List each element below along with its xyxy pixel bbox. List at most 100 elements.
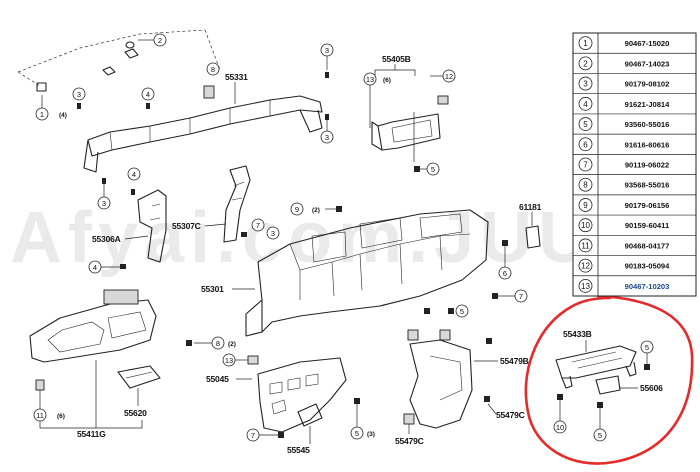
- callout-7-right: 7: [492, 289, 528, 303]
- svg-text:9: 9: [295, 205, 299, 214]
- table-row-number-circle: [578, 36, 593, 51]
- svg-text:11: 11: [36, 411, 44, 420]
- svg-text:2: 2: [158, 36, 162, 45]
- callout-1: 1 (4): [35, 95, 67, 121]
- callout-4-mid: 4: [127, 167, 141, 195]
- svg-text:3: 3: [102, 199, 106, 208]
- table-row-part-number: 90179-08102: [625, 80, 670, 89]
- table-row-part-number: 90467-14023: [625, 59, 670, 68]
- callout-8-top: 8: [206, 62, 220, 76]
- svg-text:7: 7: [251, 431, 255, 440]
- table-row-number: 8: [583, 181, 588, 190]
- svg-text:8: 8: [216, 339, 220, 348]
- svg-text:3: 3: [271, 229, 275, 238]
- table-row-part-number: 91616-60616: [625, 140, 670, 149]
- bracket-55306a: [137, 189, 167, 263]
- callout-7-mid: 7: [241, 218, 265, 237]
- svg-text:5: 5: [598, 431, 602, 440]
- table-row-part-number: 90159-60411: [625, 221, 670, 230]
- table-row-number: 5: [583, 120, 588, 129]
- label-55606: 55606: [640, 383, 663, 393]
- label-55301: 55301: [201, 284, 224, 294]
- callout-8-low: 8 (2): [186, 336, 236, 350]
- instrument-panel-55301: [245, 209, 489, 337]
- table-row-number-circle: [578, 238, 593, 253]
- callout-3-beam: 3: [320, 43, 334, 78]
- callout-3-left: 3: [72, 87, 86, 109]
- bracket-55307c: [223, 165, 251, 243]
- bracket-61181: [525, 225, 541, 249]
- callout-5-low: 5 (3): [350, 398, 375, 440]
- table-row-part-number: 93568-55016: [625, 181, 670, 190]
- label-55433b: 55433B: [563, 329, 592, 339]
- table-row-number: 1: [583, 39, 588, 48]
- svg-text:4: 4: [146, 90, 150, 99]
- label-55479b: 55479B: [500, 356, 529, 366]
- table-row-number-circle: [578, 218, 593, 233]
- callout-13-mid: 13: [222, 353, 259, 367]
- callout-7-low: 7: [246, 428, 284, 442]
- table-row-number: 2: [583, 59, 588, 68]
- svg-text:10: 10: [556, 423, 564, 432]
- callout-13-top: 13 (6): [363, 72, 391, 128]
- svg-text:(6): (6): [57, 413, 65, 420]
- table-row-number-circle: [578, 76, 593, 91]
- side-cover-55479b: [407, 329, 473, 429]
- callout-5-top: 5: [414, 162, 440, 176]
- callout-4-top: 4: [141, 87, 155, 109]
- table-row-part-number: 90119-06022: [625, 161, 669, 170]
- panel-bolts: 5: [424, 304, 469, 318]
- table-row-number: 3: [583, 80, 588, 89]
- cover-55045: [257, 357, 347, 433]
- svg-text:3: 3: [325, 133, 329, 142]
- bracket-55433b: [555, 345, 637, 389]
- label-55331: 55331: [225, 72, 248, 82]
- table-row-part-number: 90467-10203: [625, 282, 670, 291]
- label-55306a: 55306A: [92, 234, 121, 244]
- svg-text:3: 3: [77, 90, 81, 99]
- label-55479c-right: 55479C: [496, 410, 525, 420]
- svg-text:12: 12: [445, 72, 453, 81]
- callout-3-left-low: 3: [97, 178, 111, 210]
- callout-5-red-low: 5: [593, 402, 607, 442]
- svg-text:3: 3: [325, 46, 329, 55]
- table-row-number: 12: [581, 262, 590, 271]
- callout-5-red-top: 5: [640, 340, 654, 370]
- svg-text:5: 5: [460, 307, 464, 316]
- svg-text:5: 5: [431, 165, 435, 174]
- panel-55545: [297, 403, 323, 427]
- callout-6: 6: [498, 240, 512, 280]
- table-row-number-circle: [578, 157, 593, 172]
- table-row-number: 7: [583, 161, 588, 170]
- table-row-part-number: 90183-05094: [625, 262, 671, 271]
- svg-text:(3): (3): [367, 431, 375, 438]
- label-55405b: 55405B: [382, 54, 411, 64]
- table-row-part-number: 91621-J0814: [625, 100, 671, 109]
- svg-text:13: 13: [225, 356, 233, 365]
- callout-11: 11 (6): [33, 379, 65, 422]
- svg-text:5: 5: [355, 429, 359, 438]
- label-55620: 55620: [124, 408, 147, 418]
- svg-text:(2): (2): [228, 341, 236, 348]
- svg-text:7: 7: [519, 292, 523, 301]
- label-55411g: 55411G: [77, 429, 106, 439]
- bracket-55405b: [371, 113, 441, 151]
- red-highlight-circle: [524, 294, 694, 465]
- table-row-number-circle: [578, 258, 593, 273]
- table-row-number: 11: [581, 241, 590, 250]
- table-row-number: 9: [583, 201, 588, 210]
- table-row-part-number: 93560-55016: [625, 120, 670, 129]
- svg-text:7: 7: [256, 221, 260, 230]
- callout-4-low: 4: [88, 260, 126, 274]
- label-55479c-bottom: 55479C: [395, 436, 424, 446]
- svg-text:4: 4: [132, 170, 136, 179]
- svg-text:6: 6: [503, 269, 507, 278]
- reinforcement-beam-55331: [83, 85, 323, 173]
- table-row-number: 6: [583, 140, 588, 149]
- svg-text:5: 5: [645, 343, 649, 352]
- svg-text:4: 4: [93, 263, 97, 272]
- label-61181: 61181: [519, 202, 542, 212]
- callout-3-beam-low: 3: [320, 114, 334, 144]
- table-row-number: 4: [583, 100, 588, 109]
